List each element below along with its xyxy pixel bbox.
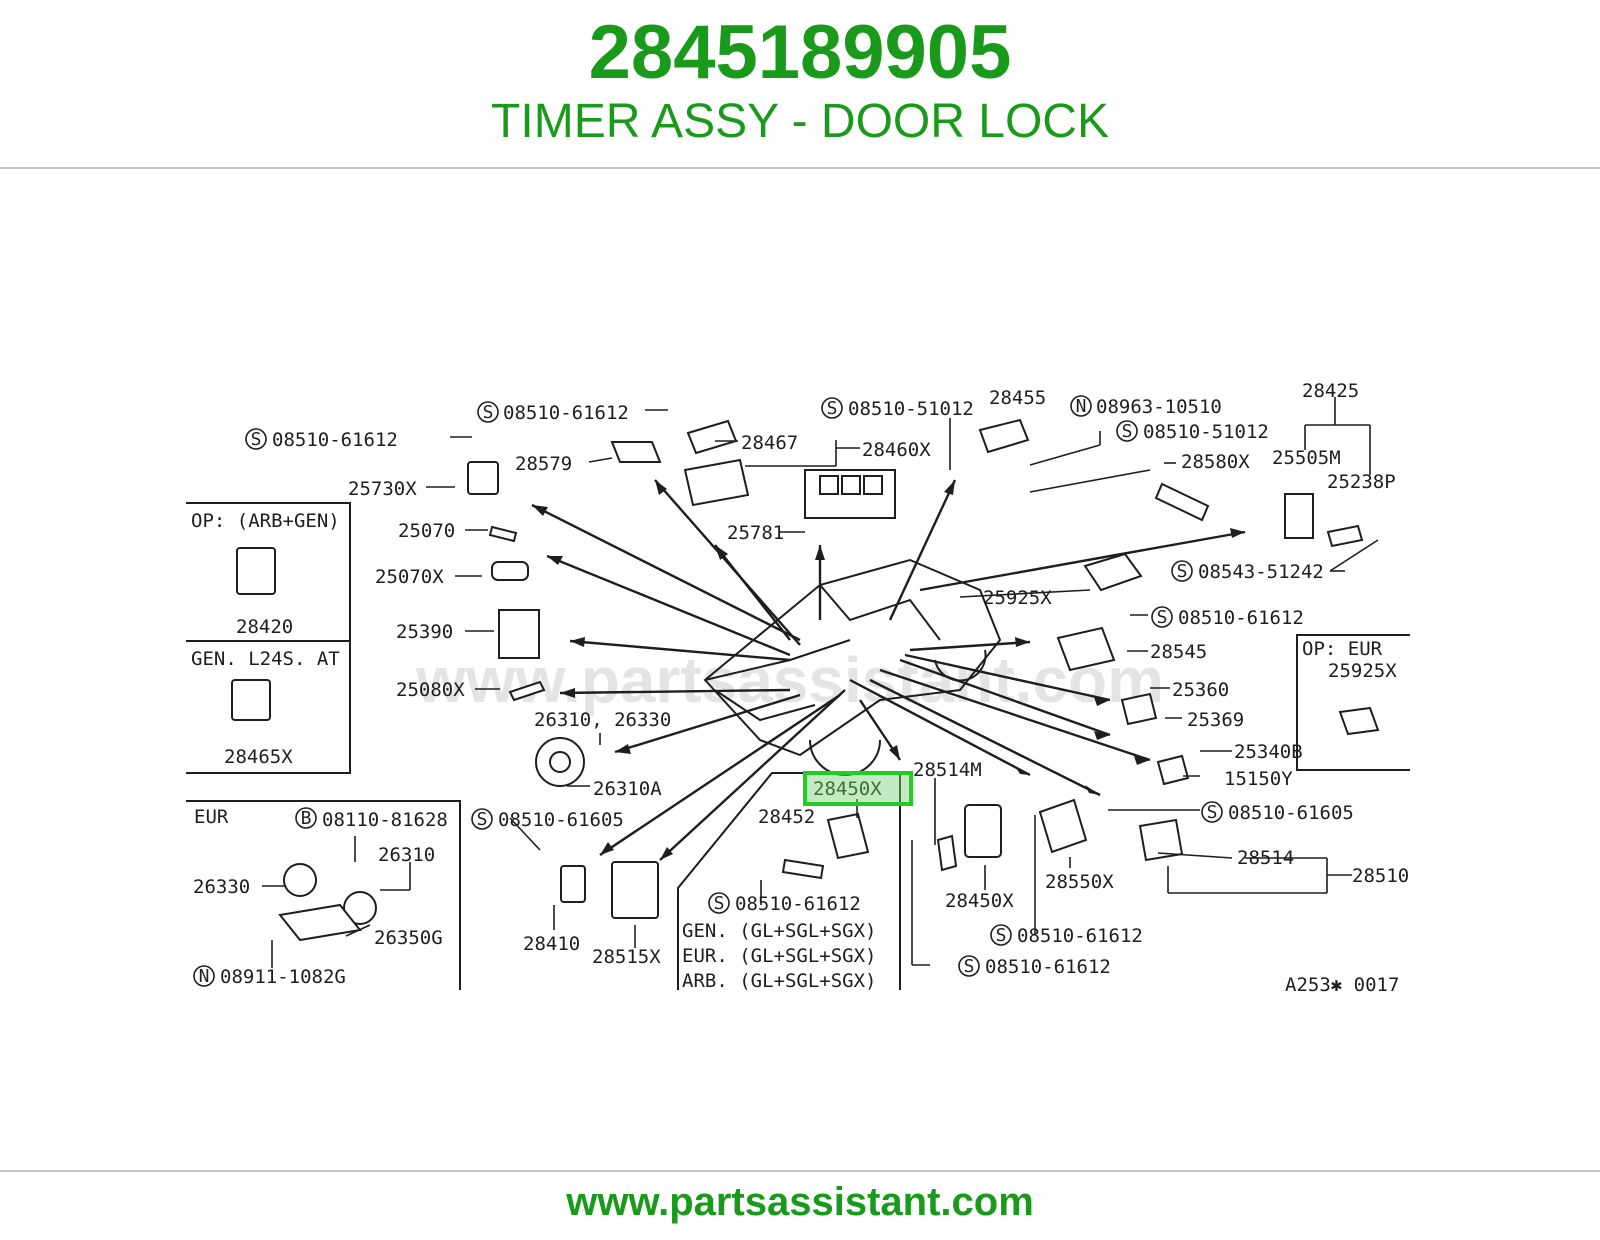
label-l31[interactable]: 28514M — [913, 759, 982, 781]
label-l10[interactable]: 28425 — [1302, 380, 1359, 402]
label-l37[interactable]: 28452 — [758, 806, 815, 828]
label-l02[interactable]: 08510-61612 — [503, 402, 629, 424]
box-label-op-arb-gen: OP: (ARB+GEN) — [191, 510, 340, 532]
label-l35[interactable]: 08510-61605 — [498, 809, 624, 831]
leader-arrows — [531, 479, 1246, 861]
footer-url[interactable]: www.partsassistant.com — [566, 1180, 1034, 1224]
label-l11[interactable]: 25730X — [348, 478, 417, 500]
highlighted-part-box[interactable] — [803, 771, 913, 806]
label-l38[interactable]: 08510-61605 — [1228, 802, 1354, 824]
label-l09[interactable]: 08510-51012 — [1143, 421, 1269, 443]
label-l42[interactable]: 26330 — [193, 876, 250, 898]
label-l49[interactable]: 08510-61612 — [1017, 925, 1143, 947]
variant-gen: GEN. (GL+SGL+SGX) — [682, 920, 876, 942]
label-leaders — [262, 397, 1379, 968]
label-l46[interactable]: 26350G — [374, 927, 443, 949]
part-labels: 08510-61612 08510-61612 28467 28579 0851… — [191, 380, 1409, 996]
label-l36[interactable]: 08110-81628 — [322, 809, 448, 831]
label-l14[interactable]: 25238P — [1327, 471, 1396, 493]
label-l04[interactable]: 28579 — [515, 453, 572, 475]
label-l01[interactable]: 08510-61612 — [272, 429, 398, 451]
component-sketches — [231, 418, 1380, 942]
prefix-s: S — [1157, 607, 1168, 628]
prefix-markers — [193, 395, 1223, 987]
label-l18[interactable]: 08543-51242 — [1198, 561, 1324, 583]
label-l24[interactable]: 25925X — [1328, 660, 1397, 682]
prefix-s: S — [1122, 421, 1133, 442]
variant-eur: EUR. (GL+SGL+SGX) — [682, 945, 876, 967]
prefix-s: S — [714, 893, 725, 914]
label-l22[interactable]: 25390 — [396, 621, 453, 643]
prefix-s: S — [251, 429, 262, 450]
label-l45[interactable]: 28550X — [1045, 871, 1114, 893]
label-l20[interactable]: 28420 — [236, 616, 293, 638]
label-l13[interactable]: 25505M — [1272, 447, 1341, 469]
box-label-eur: EUR — [194, 806, 229, 828]
label-l25[interactable]: 25360 — [1172, 679, 1229, 701]
prefix-s: S — [477, 809, 488, 830]
part-name: TIMER ASSY - DOOR LOCK — [491, 95, 1109, 148]
prefix-s: S — [996, 925, 1007, 946]
part-number: 2845189905 — [588, 10, 1012, 95]
label-l43[interactable]: 08510-61612 — [735, 893, 861, 915]
label-l19[interactable]: 25925X — [983, 587, 1052, 609]
diagram-code: A253✱ 0017 — [1285, 974, 1399, 996]
label-l51[interactable]: 08911-1082G — [220, 966, 346, 988]
label-l06[interactable]: 28460X — [862, 439, 931, 461]
label-l32[interactable]: 28450X — [813, 778, 882, 800]
label-l05[interactable]: 08510-51012 — [848, 398, 974, 420]
label-l41[interactable]: 28510 — [1352, 865, 1409, 887]
label-l17[interactable]: 25070X — [375, 566, 444, 588]
label-l16[interactable]: 25781 — [727, 522, 784, 544]
variant-arb: ARB. (GL+SGL+SGX) — [682, 970, 876, 992]
label-l12[interactable]: 28580X — [1181, 451, 1250, 473]
diagram-boxes — [186, 502, 1410, 990]
arrow-heads — [532, 480, 1245, 860]
label-l07[interactable]: 28455 — [989, 387, 1046, 409]
label-l23[interactable]: 28545 — [1150, 641, 1207, 663]
label-l21[interactable]: 08510-61612 — [1178, 607, 1304, 629]
box-label-op-eur: OP: EUR — [1302, 638, 1383, 660]
label-l39[interactable]: 26310 — [378, 844, 435, 866]
footer-divider — [0, 1170, 1600, 1172]
prefix-s: S — [1177, 561, 1188, 582]
prefix-s: S — [1207, 802, 1218, 823]
prefix-s: S — [827, 398, 838, 419]
label-l03[interactable]: 28467 — [741, 432, 798, 454]
label-l47[interactable]: 28410 — [523, 933, 580, 955]
prefix-letters: S S S N S S S B S S S S S N — [199, 396, 1218, 987]
label-l08[interactable]: 08963-10510 — [1096, 396, 1222, 418]
label-l30[interactable]: 28465X — [224, 746, 293, 768]
prefix-n: N — [1076, 396, 1087, 417]
vehicle-outline — [703, 558, 1002, 776]
prefix-s: S — [483, 402, 494, 423]
label-l29[interactable]: 25340B — [1234, 741, 1303, 763]
label-l34[interactable]: 26310A — [593, 778, 662, 800]
label-l26[interactable]: 25080X — [396, 679, 465, 701]
header-divider — [0, 167, 1600, 169]
label-l27[interactable]: 25369 — [1187, 709, 1244, 731]
label-l33[interactable]: 15150Y — [1224, 768, 1293, 790]
label-l15[interactable]: 25070 — [398, 520, 455, 542]
label-l50[interactable]: 08510-61612 — [985, 956, 1111, 978]
label-l48[interactable]: 28515X — [592, 946, 661, 968]
label-l28[interactable]: 26310, 26330 — [534, 709, 671, 731]
box-label-gen-l24s-at: GEN. L24S. AT — [191, 648, 340, 670]
prefix-n: N — [199, 966, 210, 987]
label-l40[interactable]: 28514 — [1237, 847, 1294, 869]
label-l44[interactable]: 28450X — [945, 890, 1014, 912]
prefix-b: B — [301, 808, 312, 829]
prefix-s: S — [964, 956, 975, 977]
